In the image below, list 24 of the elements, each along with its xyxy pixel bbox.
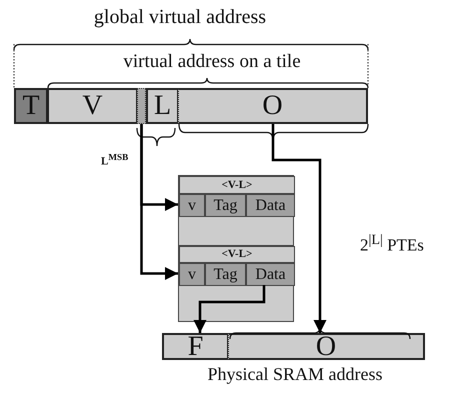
address-field: L xyxy=(146,88,179,124)
arrow xyxy=(272,124,326,333)
table-cell: v xyxy=(179,194,205,217)
table-header: <V-L> xyxy=(179,246,295,263)
msb-bit-field xyxy=(137,88,146,124)
bit-label: L$^{MSB}$ xyxy=(101,152,128,168)
address-field: F xyxy=(162,333,229,360)
page-table xyxy=(178,175,294,322)
arrow xyxy=(194,285,266,333)
address-field: T xyxy=(14,88,48,124)
table-cell: Tag xyxy=(205,263,246,286)
address-field: O xyxy=(178,88,368,124)
arrow xyxy=(140,124,178,280)
brace-label: virtual address on a tile xyxy=(123,52,301,73)
table-cell: v xyxy=(179,263,205,286)
table-cell: Data xyxy=(246,263,295,286)
brace-label: global virtual address xyxy=(94,6,266,28)
entry-count-label: 2$^{|L|}$ PTEs xyxy=(360,233,424,256)
table-header: <V-L> xyxy=(179,176,295,194)
table-cell: Data xyxy=(246,194,295,217)
table-cell: Tag xyxy=(205,194,246,217)
caption: Physical SRAM address xyxy=(208,365,382,385)
address-field: V xyxy=(47,88,138,124)
address-field: O xyxy=(228,333,425,360)
